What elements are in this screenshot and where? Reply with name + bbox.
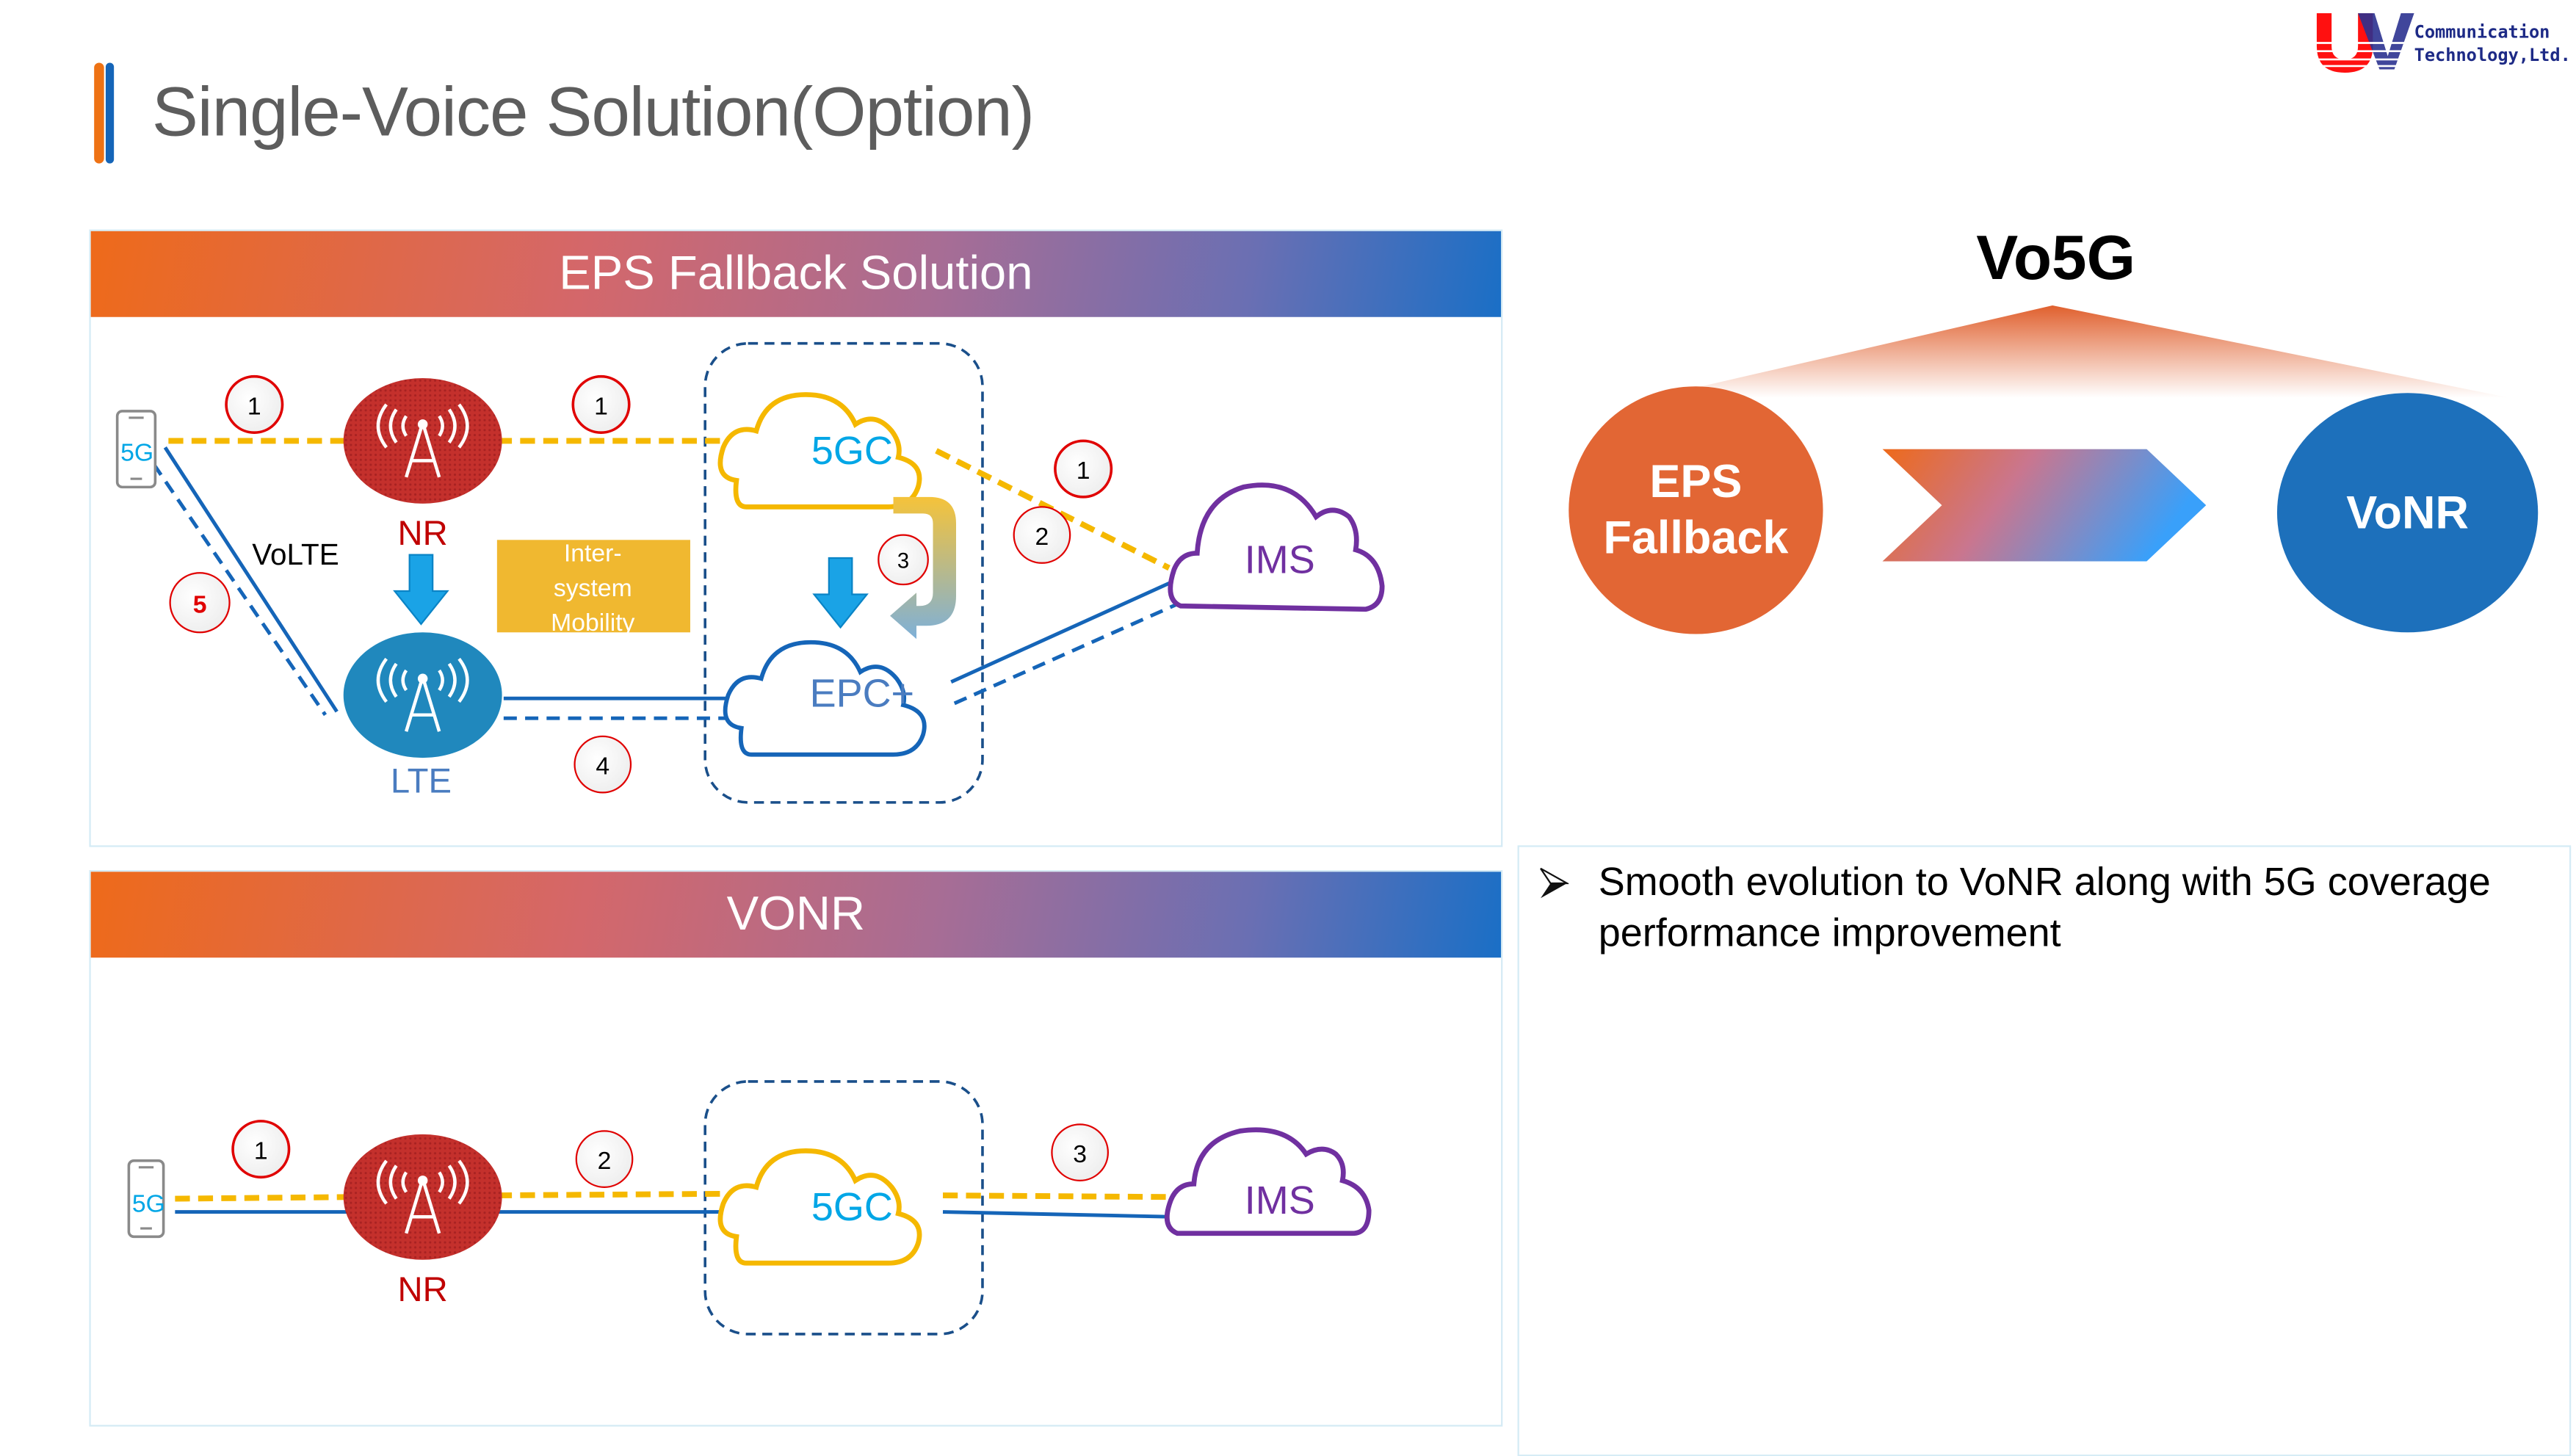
bullet-arrow-icon [1540,867,1569,899]
nr-base-station-icon [343,1134,502,1260]
step-marker-lte-epc: 4 [574,735,632,794]
volte-dashed-ue-lte [152,463,328,717]
ue-5g-label: 5G [120,438,153,466]
nr-label: NR [398,514,448,553]
svg-text:2: 2 [1035,523,1049,551]
step-marker-ue-lte: 5 [169,572,231,634]
handover-arrow-icon [393,554,449,626]
logo-line-1: Communication [2414,23,2550,43]
notes-bullet-text: Smooth evolution to VoNR along with 5G c… [1598,860,2491,956]
vonr-circle-label: VoNR [2346,486,2469,537]
svg-text:1: 1 [254,1137,268,1165]
svg-text:5: 5 [193,590,207,618]
epc-cloud-icon [723,640,927,757]
eps-fallback-panel: EPS Fallback Solution [89,229,1503,847]
svg-text:1: 1 [594,392,608,420]
svg-text:3: 3 [897,550,909,573]
signal-line-ue-nr [175,1194,349,1202]
bearer-line-5gc-ims [942,1210,1174,1219]
5gc-label: 5GC [811,1185,893,1229]
5gc-cloud-icon [717,1148,922,1266]
vonr-circle: VoNR [2276,393,2539,633]
step-marker-ims-epc: 2 [1013,506,1071,564]
mobility-line-2: system [554,574,632,602]
notes-panel: Smooth evolution to VoNR along with 5G c… [1517,845,2572,1456]
svg-text:3: 3 [1073,1140,1087,1168]
vo5g-roof-icon [1651,305,2511,398]
logo-text: Communication Technology,Ltd. [2414,21,2571,68]
nr-base-station-icon [343,377,502,504]
signal-line-5gc-ims [942,1192,1174,1200]
vonr-panel: VONR 5G [89,870,1503,1427]
step-marker-ue-nr: 1 [225,374,284,434]
uv-logo-icon [2312,12,2414,73]
inter-system-mobility-box [496,540,690,633]
step-marker-ue-nr: 1 [231,1120,291,1179]
ims-cloud-icon [1168,482,1385,612]
eps-line-2: Fallback [1603,512,1789,563]
5gc-label: 5GC [811,429,893,473]
ims-cloud-icon [1164,1127,1372,1236]
step-marker-interworking: 3 [878,534,929,586]
ue-phone-icon [127,1159,165,1239]
eps-fallback-header: EPS Fallback Solution [90,231,1502,317]
bearer-line-epc-ims [950,578,1179,684]
step-marker-5gc-ims: 3 [1051,1123,1110,1181]
svg-text:1: 1 [1077,457,1090,485]
step-marker-nr-5gc: 1 [571,374,631,434]
signal-line-nr-5gc [496,1190,728,1198]
core-handover-arrow-icon [812,557,869,629]
title-accent-orange [94,62,104,164]
page-title: Single-Voice Solution(Option) [151,72,1035,151]
core-boundary [703,1080,984,1336]
svg-text:4: 4 [596,753,609,780]
ims-label: IMS [1245,1178,1315,1223]
evolution-chevron-icon [1882,449,2207,562]
svg-text:1: 1 [247,392,261,420]
ue-phone-icon [115,410,157,489]
nr-label: NR [398,1270,448,1309]
volte-label: VoLTE [252,537,339,571]
eps-fallback-circle: EPS Fallback [1569,386,1823,634]
title-accent-blue [105,62,115,164]
volte-line-ue-lte [163,446,339,713]
mobility-line-3: Mobility [551,609,634,637]
mobility-line-1: Inter- [564,540,622,568]
bearer-dashed-epc-ims [953,601,1182,706]
vo5g-title: Vo5G [1976,224,2136,294]
svg-text:2: 2 [598,1147,612,1175]
company-logo: Communication Technology,Ltd. [2312,10,2571,76]
lte-base-station-icon [343,632,502,758]
step-marker-nr-5gc: 2 [575,1130,634,1188]
ims-label: IMS [1245,537,1315,582]
vonr-diagram: 5G NR 5GC IMS 1 2 3 [127,1080,1372,1336]
logo-line-2: Technology,Ltd. [2414,46,2571,66]
interworking-arrow-icon [890,496,956,640]
vonr-header: VONR [90,872,1502,958]
epc-label: EPC+ [810,671,914,715]
ue-5g-label: 5G [132,1190,165,1218]
eps-fallback-diagram: 5G NR LTE [115,341,1385,804]
core-boundary [703,341,984,804]
step-marker-5gc-ims: 1 [1054,439,1113,499]
eps-line-1: EPS [1649,455,1743,507]
lte-label: LTE [391,761,452,800]
